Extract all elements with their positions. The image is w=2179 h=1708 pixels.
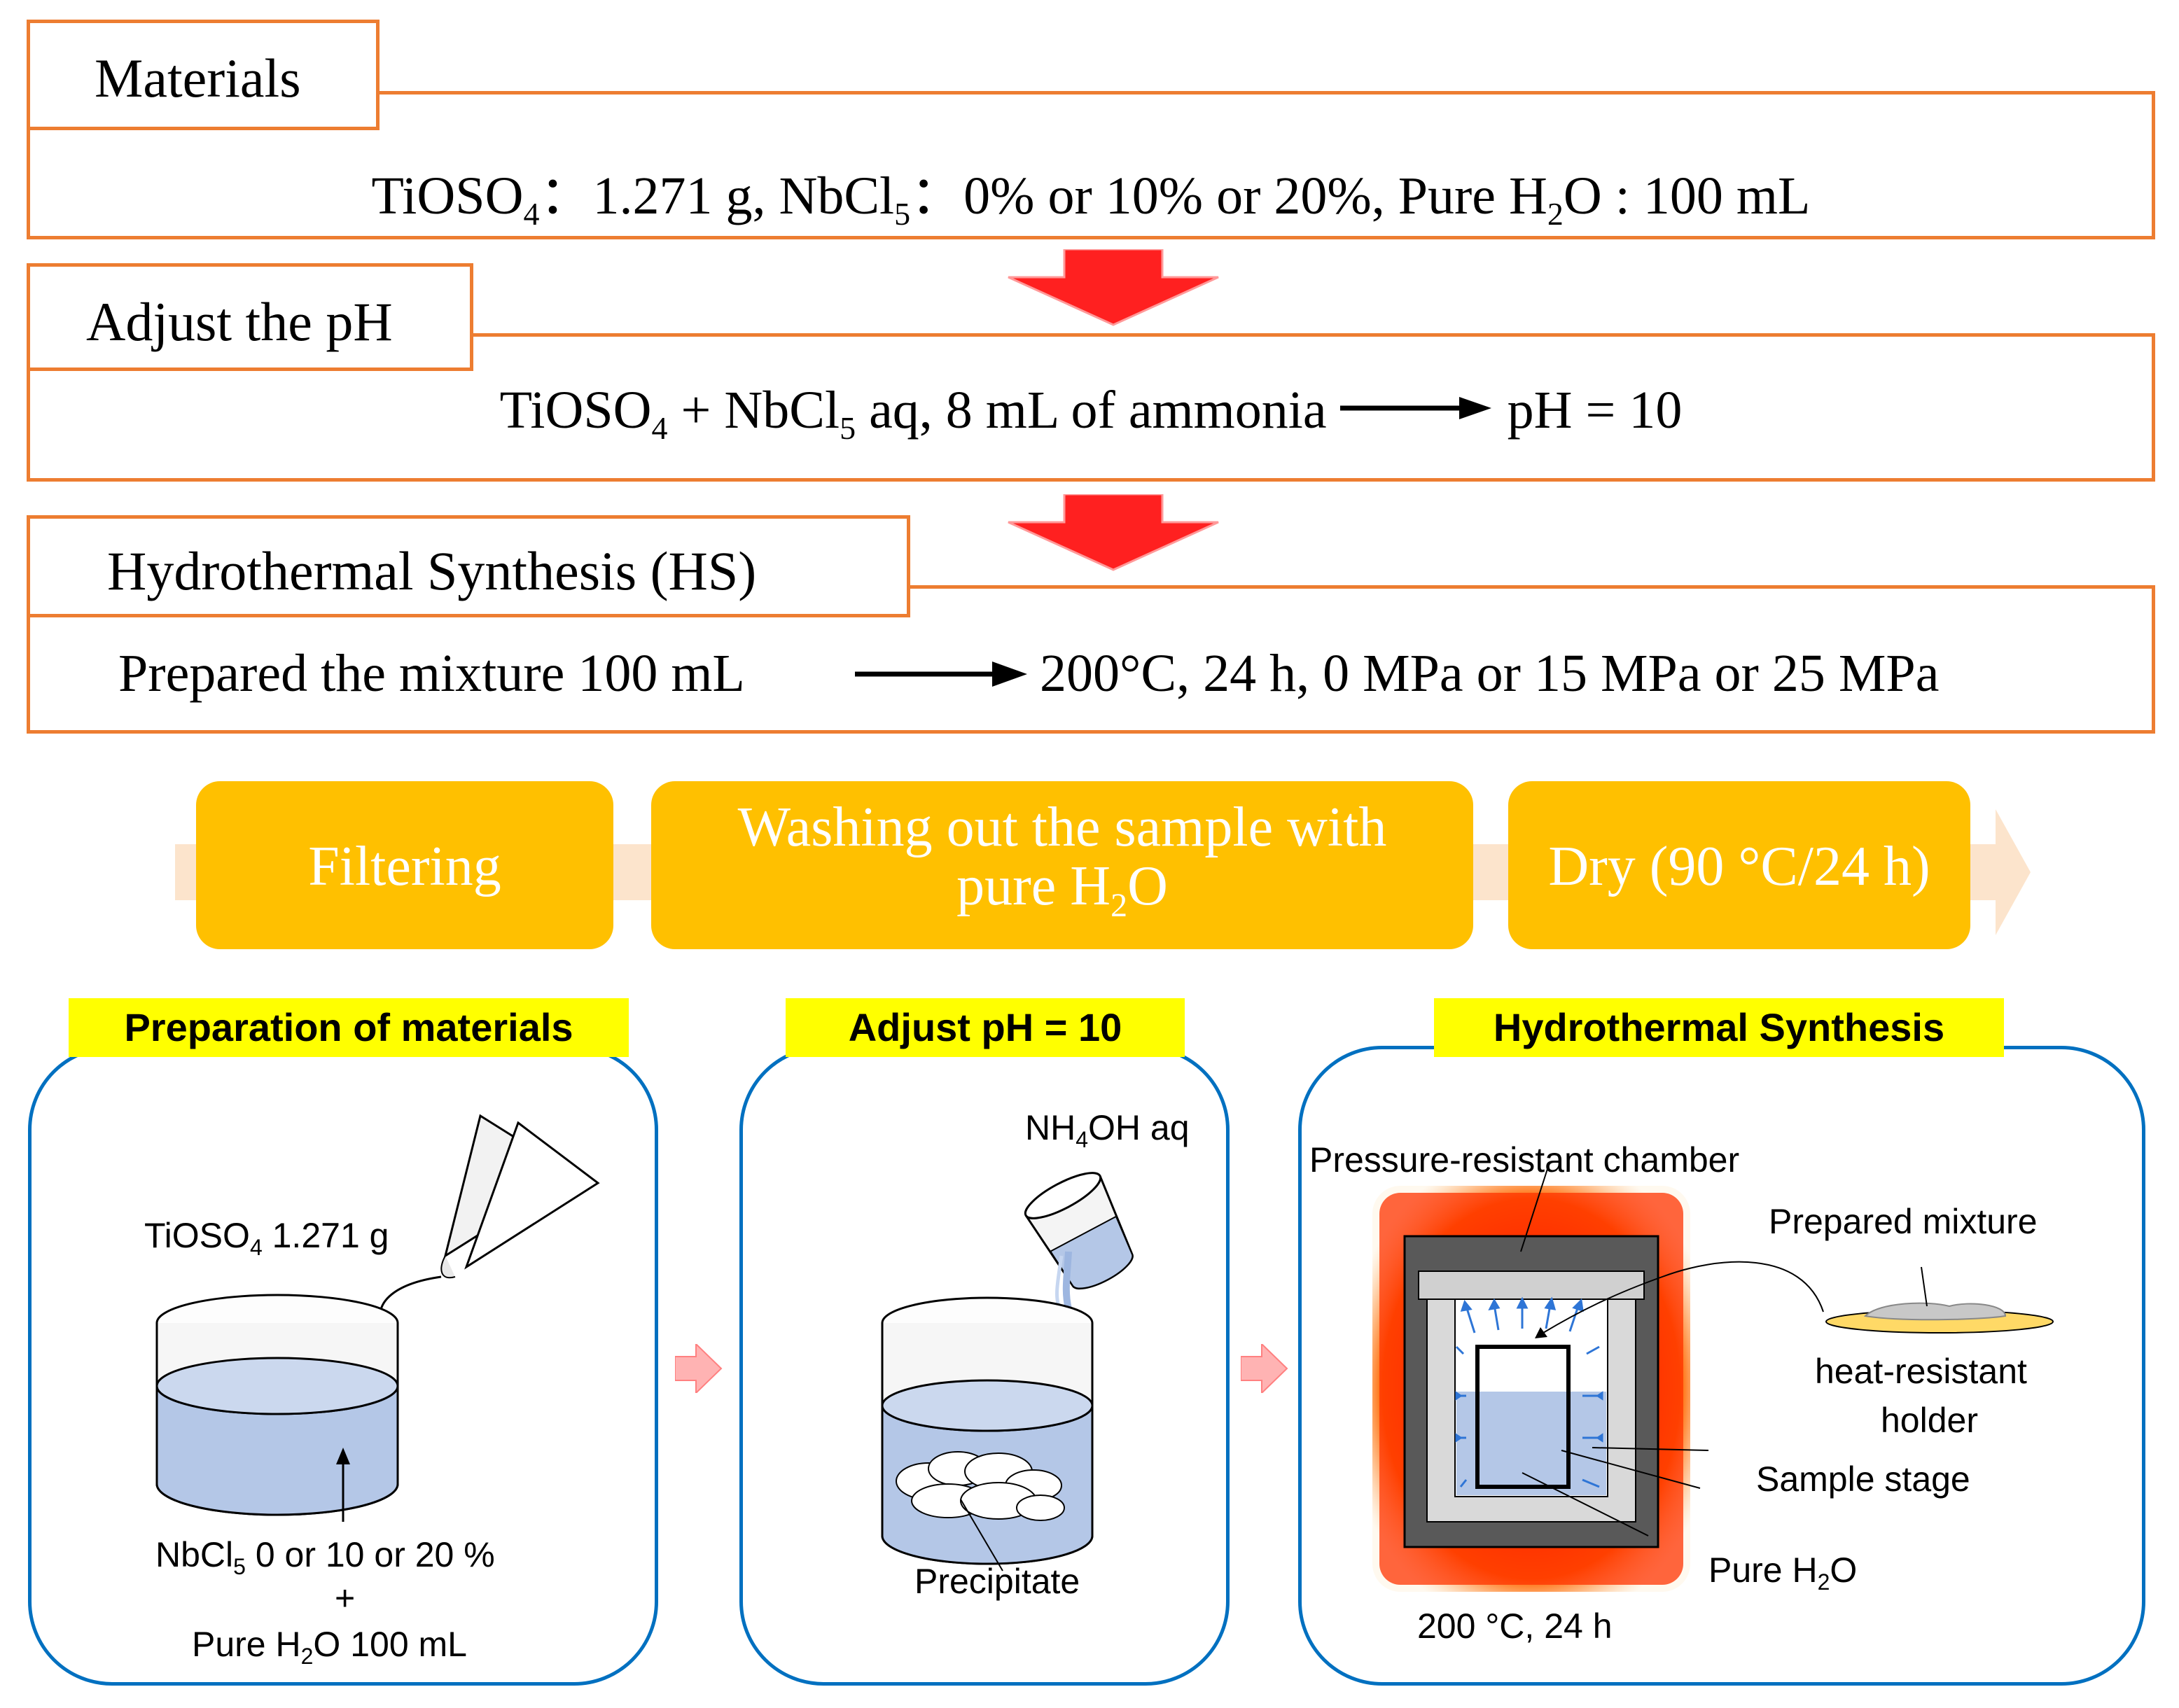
adjust-content: TiOSO4 + NbCl5 aq, 8 mL of ammonia pH = … (499, 381, 1683, 447)
plus-label: + (335, 1578, 356, 1618)
dry-step: Dry (90 °C/24 h) (1508, 781, 1970, 949)
mixture-label: Prepared mixture (1769, 1202, 2038, 1241)
hs-right-text: 200°C, 24 h, 0 MPa or 15 MPa or 25 MPa (1040, 644, 1940, 703)
materials-title: Materials (95, 48, 301, 108)
filtering-label: Filtering (308, 836, 501, 897)
precipitate-icon (896, 1451, 1065, 1521)
materials-title-box: Materials (27, 20, 380, 130)
ph-panel-title: Adjust pH = 10 (786, 998, 1185, 1057)
filtering-step: Filtering (196, 781, 613, 949)
sample-stage-icon (1475, 1345, 1571, 1489)
materials-body-box: TiOSO4：1.271 g, NbCl5：0% or 10% or 20%, … (27, 91, 2155, 239)
hs-left-text: Prepared the mixture 100 mL (118, 644, 745, 703)
holder-label-2: holder (1881, 1401, 1978, 1440)
down-arrow-1 (1008, 249, 1219, 326)
prep-illustration (155, 1114, 600, 1522)
adjust-title: Adjust the pH (86, 291, 393, 352)
temperature-label: 200 °C, 24 h (1417, 1606, 1613, 1646)
dry-label: Dry (90 °C/24 h) (1548, 836, 1930, 897)
prep-panel-title: Preparation of materials (69, 998, 629, 1057)
hs-title: Hydrothermal Synthesis (HS) (107, 540, 757, 601)
right-arrow-2 (855, 662, 1027, 687)
nh4oh-label: NH4OH aq (1025, 1108, 1190, 1152)
materials-content: TiOSO4：1.271 g, NbCl5：0% or 10% or 20%, … (371, 167, 1811, 232)
hydro-illustration (1372, 1168, 2054, 1592)
adjust-title-box: Adjust the pH (27, 263, 473, 371)
panel-arrow-2 (1241, 1344, 1288, 1393)
panel-arrow-1 (675, 1344, 723, 1393)
ph-illustration (881, 1172, 1134, 1572)
washing-step: Washing out the sample with pure H2O (651, 781, 1473, 949)
hs-title-box: Hydrothermal Synthesis (HS) (27, 515, 910, 617)
pouring-cup-icon (1024, 1172, 1134, 1290)
washing-label: Washing out the sample with pure H2O (737, 797, 1387, 924)
tiosoa-label: TiOSO4 1.271 g (144, 1216, 389, 1260)
sample-stage-label: Sample stage (1756, 1460, 1970, 1499)
holder-label-1: heat-resistant (1815, 1352, 2027, 1391)
right-arrow-1 (1339, 394, 1494, 422)
chamber-label: Pressure-resistant chamber (1309, 1140, 1740, 1180)
prep-water-label: Pure H2O 100 mL (192, 1625, 467, 1669)
precipitate-label: Precipitate (914, 1562, 1080, 1601)
hydro-panel-title: Hydrothermal Synthesis (1434, 998, 2004, 1057)
hydro-water-label: Pure H2O (1708, 1550, 1858, 1595)
down-arrow-2 (1008, 494, 1219, 571)
nbcl-label: NbCl5 0 or 10 or 20 % (155, 1535, 495, 1579)
